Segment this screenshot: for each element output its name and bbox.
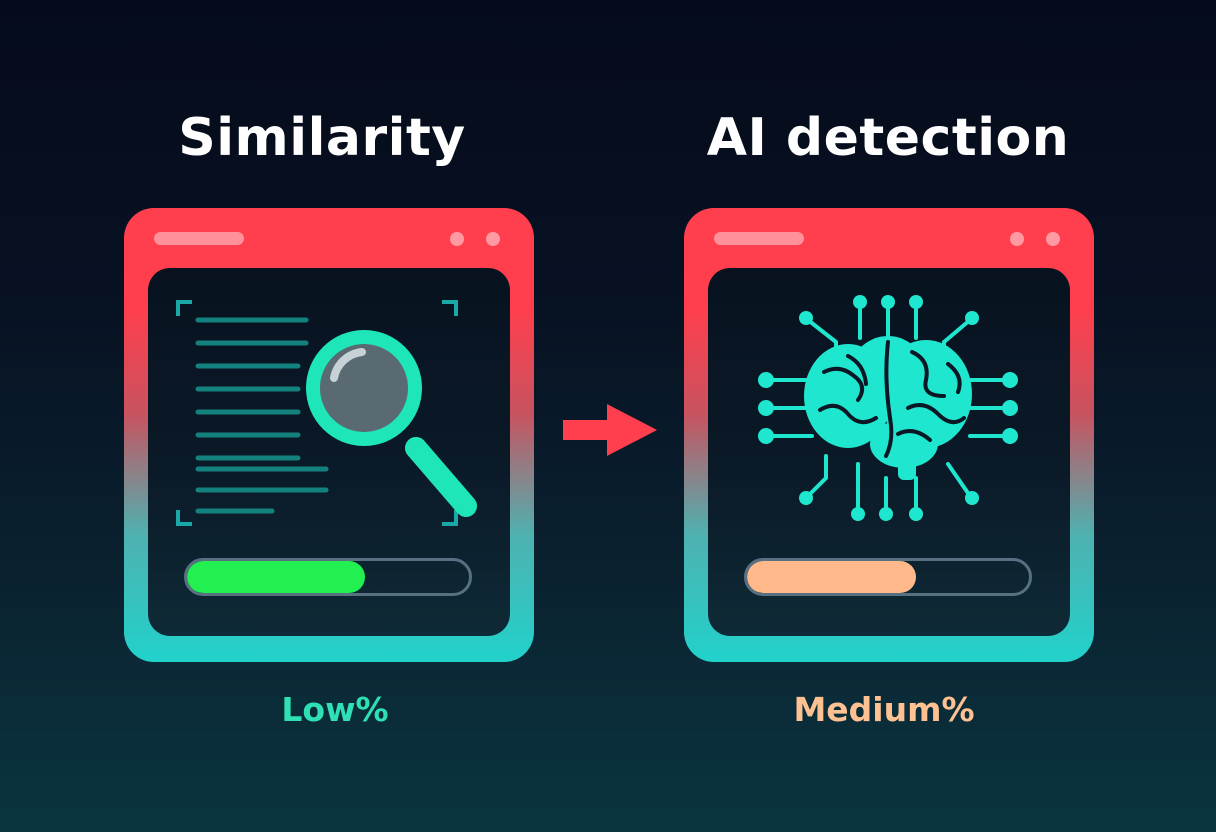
- similarity-progress-bar: [184, 558, 472, 596]
- window-control-dot[interactable]: [486, 232, 500, 246]
- ai-detection-result-label: Medium%: [793, 690, 975, 729]
- window-title-bar: [154, 232, 244, 245]
- similarity-panel: [148, 268, 510, 636]
- magnifier-document-icon: [176, 300, 477, 526]
- ai-detection-progress-fill: [747, 561, 917, 593]
- window-control-dot[interactable]: [1046, 232, 1060, 246]
- window-control-dot[interactable]: [1010, 232, 1024, 246]
- ai-detection-panel: [708, 268, 1070, 636]
- ai-detection-progress-bar: [744, 558, 1032, 596]
- window-title-bar: [714, 232, 804, 245]
- ai-detection-title: AI detection: [706, 108, 1070, 168]
- brain-circuit-icon: [758, 295, 1018, 521]
- similarity-progress-fill: [187, 561, 365, 593]
- similarity-title: Similarity: [178, 108, 466, 168]
- ai-detection-window: [684, 208, 1094, 662]
- window-control-dot[interactable]: [450, 232, 464, 246]
- arrow-right-icon: [563, 404, 657, 456]
- similarity-window: [124, 208, 534, 662]
- similarity-result-label: Low%: [281, 690, 389, 729]
